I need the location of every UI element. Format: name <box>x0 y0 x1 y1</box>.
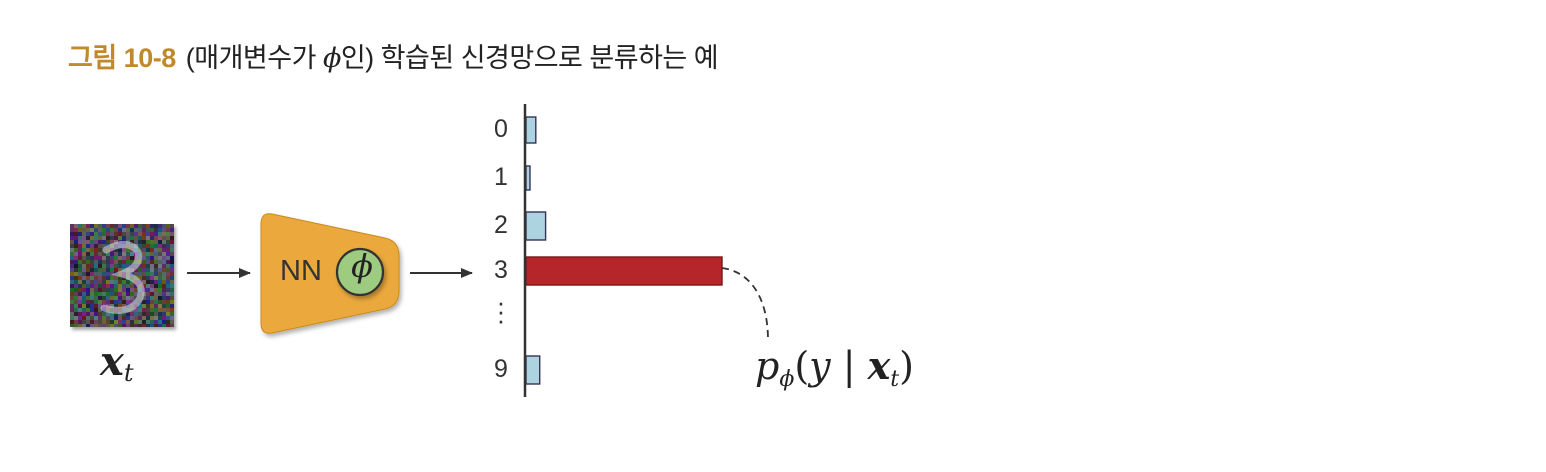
bar-class-3 <box>525 256 723 286</box>
class-label-2: 2 <box>494 211 508 239</box>
bar-class-2 <box>525 211 547 241</box>
probability-bars <box>525 116 723 385</box>
output-probability-label: pϕ(y | xt) <box>755 343 914 392</box>
bar-class-0 <box>525 116 537 144</box>
noisy-digit-image <box>70 224 174 327</box>
bar-class-9 <box>525 355 541 385</box>
caption-text-after: 인) 학습된 신경망으로 분류하는 예 <box>340 43 719 73</box>
nn-label: NN <box>280 255 322 287</box>
class-label-0: 0 <box>494 115 508 143</box>
figure-number: 그림 10-8 <box>68 43 176 73</box>
nn-block <box>260 213 400 334</box>
caption-phi: ϕ <box>322 43 341 74</box>
caption-text-before: (매개변수가 <box>185 43 323 73</box>
phi-param-circle <box>335 247 385 297</box>
input-symbol-xt: xt <box>100 338 134 387</box>
class-label-ellipsis: ··· <box>496 287 506 335</box>
phi-symbol: ϕ <box>351 247 373 285</box>
class-label-1: 1 <box>494 163 508 191</box>
bar-class-1 <box>525 165 531 191</box>
class-label-3: 3 <box>494 256 508 284</box>
class-label-9: 9 <box>494 355 508 383</box>
dashed-connector <box>721 267 769 341</box>
figure-caption: 그림 10-8 (매개변수가 ϕ인) 학습된 신경망으로 분류하는 예 <box>68 36 719 75</box>
